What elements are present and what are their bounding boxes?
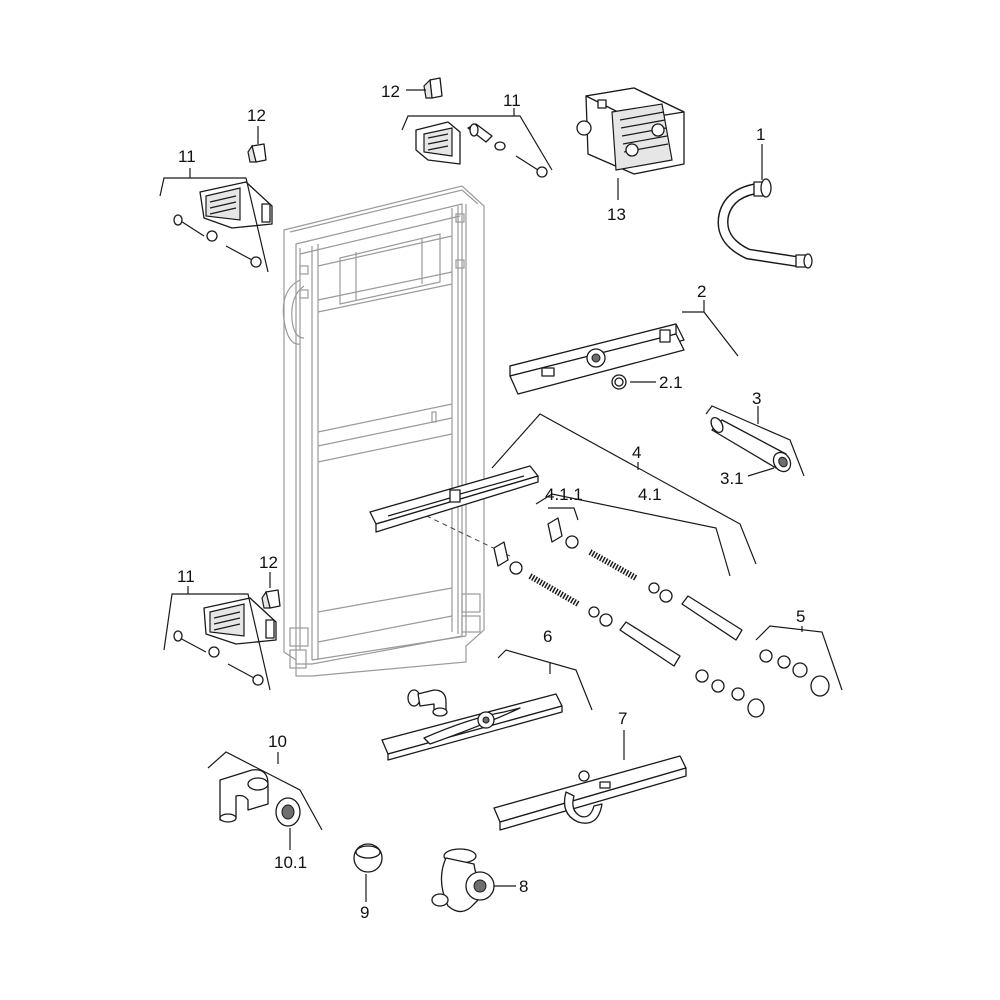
part-12-left-clip (247, 143, 267, 163)
label-13: 13 (607, 205, 626, 224)
part-9-cap (353, 843, 383, 873)
part-2-1-seal-ring (611, 374, 627, 390)
label-9: 9 (360, 903, 369, 922)
label-12-left: 12 (247, 106, 266, 125)
label-3: 3 (752, 389, 761, 408)
label-11-left-upper: 11 (178, 147, 196, 166)
part-10-1-nut (275, 797, 301, 827)
installation-frame (282, 185, 485, 677)
label-6: 6 (543, 627, 552, 646)
part-7-clamp-rail (493, 755, 687, 831)
label-4-1: 4.1 (638, 485, 662, 504)
leader-lines (159, 89, 843, 902)
label-8: 8 (519, 877, 528, 896)
part-4-crossbar (369, 465, 539, 533)
label-2: 2 (697, 282, 706, 301)
label-4: 4 (632, 443, 641, 462)
label-10-1: 10.1 (274, 853, 307, 872)
part-12-lower-clip (261, 589, 281, 609)
part-4-1-1-fittings (493, 517, 579, 575)
part-11-top-bracket-set (415, 121, 548, 178)
part-4-1-rod-set (528, 549, 765, 718)
label-1: 1 (756, 125, 765, 144)
part-6-elbow-rail (381, 689, 563, 761)
part-12-top-clip (423, 77, 443, 99)
label-7: 7 (618, 709, 627, 728)
part-13-mounting-box (576, 87, 685, 175)
label-11-top: 11 (503, 91, 521, 110)
label-2-1: 2.1 (659, 373, 683, 392)
part-2-mounting-rail (509, 323, 685, 395)
label-3-1: 3.1 (720, 469, 744, 488)
label-11-lower: 11 (177, 567, 195, 586)
part-11-left-upper-bracket-set (173, 181, 273, 268)
part-3-1-nut (772, 451, 792, 473)
part-1-flex-hose (717, 178, 813, 269)
label-5: 5 (796, 607, 805, 626)
part-11-left-lower-bracket-set (173, 597, 277, 686)
part-8-siphon (431, 848, 495, 913)
label-12-top: 12 (381, 82, 400, 101)
label-4-1-1: 4.1.1 (545, 485, 583, 504)
part-10-pipe-elbow (219, 769, 269, 823)
part-labels: 12 11 13 1 12 11 2 2.1 3 3.1 4 4.1.1 4.1… (177, 82, 805, 922)
part-5-cap-set (759, 649, 830, 697)
label-12-lower: 12 (259, 553, 278, 572)
part-3-pipe-stub (710, 416, 787, 469)
label-10: 10 (268, 732, 287, 751)
